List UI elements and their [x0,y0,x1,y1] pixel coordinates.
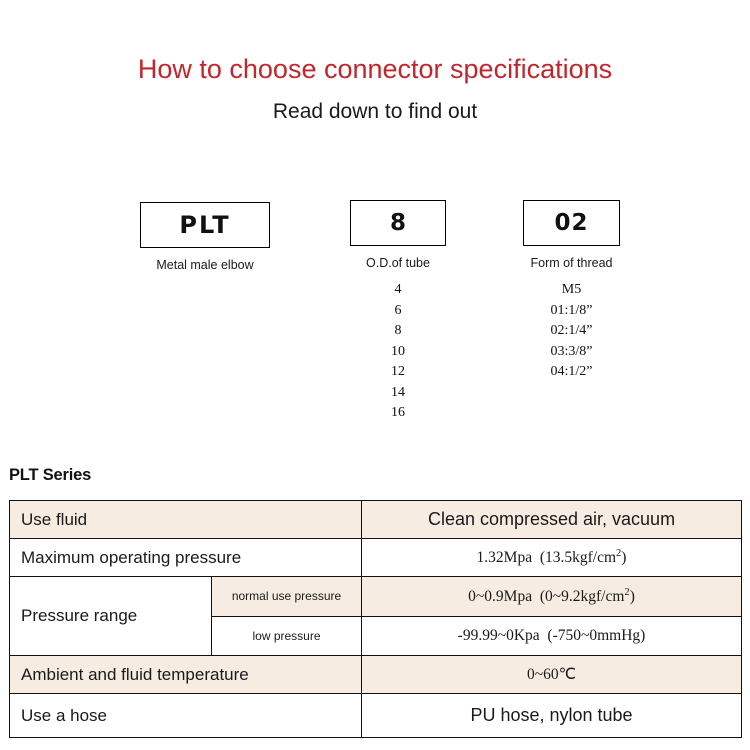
code-box-thread: 02 [523,200,620,246]
code-breakdown-diagram: PLT Metal male elbow 8 O.D.of tube 4 6 8 10… [140,200,620,424]
spec-row-value: PU hose, nylon tube [361,693,743,738]
code-box-od: 8 [350,200,446,246]
spec-row-label: Maximum operating pressure [8,538,363,577]
code-caption-series: Metal male elbow [156,258,254,272]
code-option: 16 [391,405,405,420]
spec-row-label: Pressure range [9,576,212,656]
spec-row-value: Clean compressed air, vacuum [361,500,743,539]
spec-row-value: 0~0.9Mpa (0~9.2kgf/cm2) [361,576,743,617]
table-row: low pressure-99.99~0Kpa (-750~0mmHg) [10,615,743,656]
spec-row-sublabel: normal use pressure [210,576,363,617]
code-option: 4 [394,282,402,297]
code-column-series: PLT Metal male elbow [140,202,270,282]
code-option: 03:3/8” [550,343,593,359]
code-caption-od: O.D.of tube [366,256,430,270]
spec-row-value: 0~60℃ [361,655,743,694]
spec-row-value: 1.32Mpa (13.5kgf/cm2) [361,538,743,577]
code-options-thread: M5 01:1/8” 02:1/4” 03:3/8” 04:1/2” [523,280,620,383]
code-option: 6 [394,302,402,318]
spec-row-label: Use fluid [8,500,363,539]
page-subtitle: Read down to find out [272,100,478,123]
code-column-thread: 02 Form of thread M5 01:1/8” 02:1/4” 03:3/8… [523,200,620,383]
code-box-series: PLT [140,202,270,248]
code-option: 02:1/4” [550,323,593,338]
spec-row-label: Use a hose [8,693,363,738]
code-option: 14 [391,384,405,400]
code-option: 12 [391,364,405,379]
code-option: 8 [394,323,402,338]
spec-row-label: Ambient and fluid temperature [8,655,363,694]
code-option: 10 [391,343,405,359]
code-option: 01:1/8” [550,302,593,318]
spec-row-sublabel: low pressure [210,615,363,656]
page-title: How to choose connector specifications [137,54,613,84]
code-caption-thread: Form of thread [530,256,613,270]
code-options-od: 4 6 8 10 12 14 16 [350,280,446,424]
series-label: PLT Series [9,466,92,484]
code-option: M5 [561,282,582,297]
code-column-od: 8 O.D.of tube 4 6 8 10 12 14 16 [350,200,446,424]
spec-row-value: -99.99~0Kpa (-750~0mmHg) [361,615,743,656]
code-option: 04:1/2” [550,364,593,379]
